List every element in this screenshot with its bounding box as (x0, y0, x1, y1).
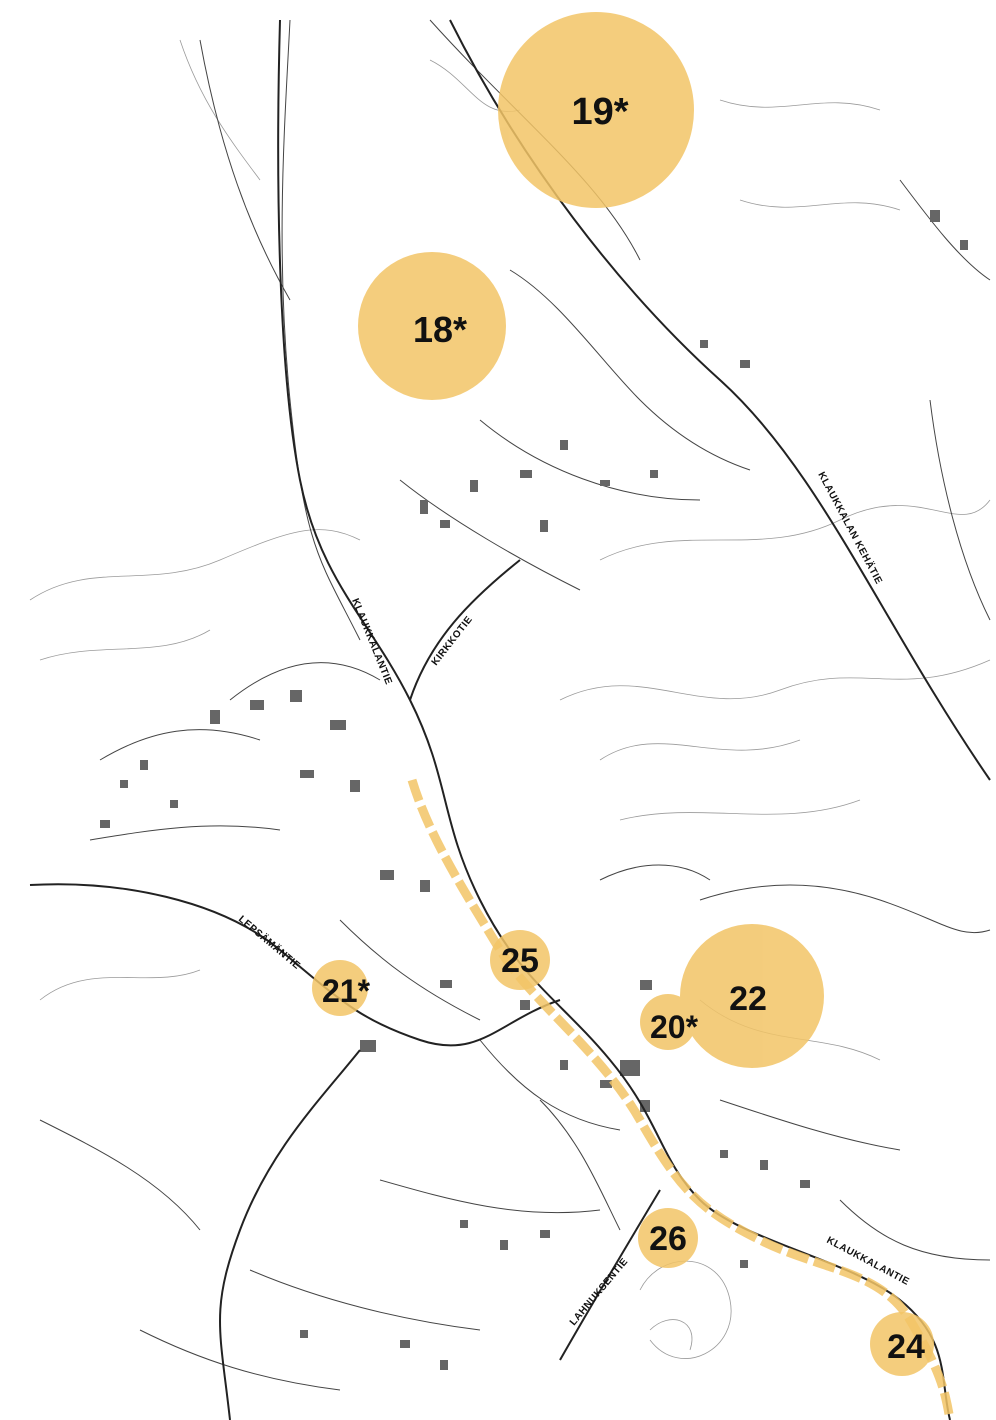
site-label-25: 25 (501, 942, 539, 980)
klaukkalantie-road (277, 19, 951, 1420)
site-circle-18 (358, 252, 506, 400)
site-label-26: 26 (649, 1220, 687, 1258)
secondary-roads (39, 19, 991, 1391)
site-circle-20 (640, 994, 696, 1050)
site-circle-24 (870, 1312, 934, 1376)
site-circle-25 (490, 930, 550, 990)
building-blocks (100, 210, 968, 1370)
site-labels: 19* 18* 25 22 20* 21* 26 24 (322, 91, 925, 1366)
site-label-18: 18* (413, 309, 467, 350)
label-kirkkotie: KIRKKOTIE (430, 614, 475, 668)
label-lepsamantie: LEPSÄMÄNTIE (236, 912, 303, 972)
lahnuksentie-road (559, 1189, 661, 1361)
label-lahnuksentie: LAHNUKSENTIE (568, 1256, 631, 1328)
kirkkotie-road (409, 559, 521, 701)
site-label-22: 22 (729, 980, 767, 1018)
site-label-19: 19* (571, 91, 628, 133)
highlighted-corridor (407, 778, 955, 1420)
site-label-24: 24 (887, 1328, 925, 1366)
label-klaukkalan-kehatie: KLAUKKALAN KEHÄTIE (815, 469, 885, 586)
label-klaukkalantie-north: KLAUKKALANTIE (349, 597, 394, 686)
site-circle-21 (312, 960, 368, 1016)
site-label-21: 21* (322, 973, 371, 1009)
site-label-20: 20* (650, 1009, 699, 1045)
contour-lines (29, 39, 991, 1359)
site-markers (312, 12, 934, 1376)
site-circle-19 (498, 12, 694, 208)
southwest-road (219, 1049, 361, 1420)
road-labels: KLAUKKALAN KEHÄTIE KLAUKKALANTIE KIRKKOT… (236, 469, 911, 1328)
site-circle-26 (638, 1208, 698, 1268)
site-circle-22 (680, 924, 824, 1068)
